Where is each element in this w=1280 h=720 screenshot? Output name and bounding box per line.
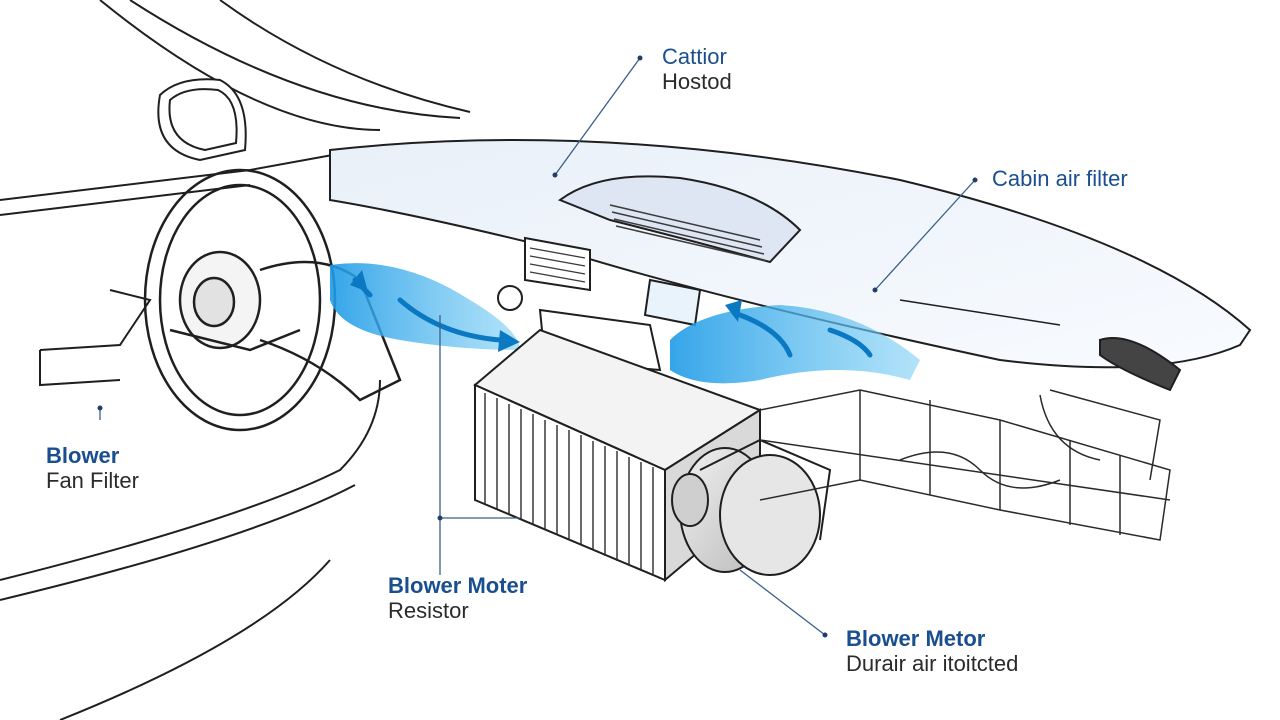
airflow-streams xyxy=(330,263,920,384)
label-resistor-subtitle: Resistor xyxy=(388,598,469,624)
label-cabin-air-filter-title: Cabin air filter xyxy=(992,166,1128,191)
label-blower-metor-duct: Blower Metor Durair air itoitcted xyxy=(846,626,1018,677)
label-cattior-title: Cattior xyxy=(662,44,727,69)
car-body-outline xyxy=(0,0,471,720)
side-mirror xyxy=(157,78,247,162)
label-blower-moter-title: Blower Moter xyxy=(388,573,528,598)
leader-dots xyxy=(97,55,978,638)
label-cabin-air-filter: Cabin air filter xyxy=(992,166,1128,191)
label-blower-title: Blower xyxy=(46,443,120,468)
label-cattior-hostod: Cattior Hostod xyxy=(662,44,732,95)
blower-motor xyxy=(671,438,832,576)
label-cattior-subtitle: Hostod xyxy=(662,69,732,95)
label-blower-moter-resistor: Blower Moter Resistor xyxy=(388,573,527,624)
steering-wheel xyxy=(143,168,402,432)
hvac-duct-frame xyxy=(759,389,1171,541)
label-durair-subtitle: Durair air itoitcted xyxy=(846,651,1019,677)
dashboard xyxy=(329,139,1252,392)
label-fan-filter-subtitle: Fan Filter xyxy=(46,468,139,494)
leader-lines xyxy=(99,57,976,636)
door-panel xyxy=(39,289,152,387)
label-blower-metor-title: Blower Metor xyxy=(846,626,986,651)
label-blower-fan-filter: Blower Fan Filter xyxy=(46,443,139,494)
